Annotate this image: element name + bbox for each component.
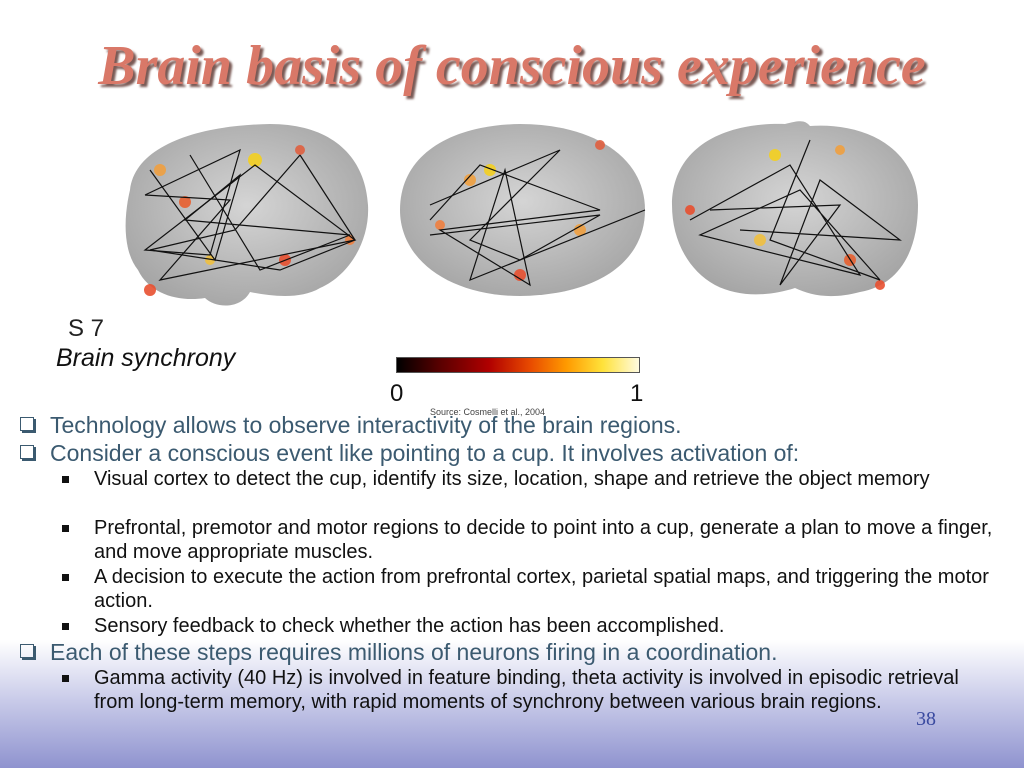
checkbox-bullet-icon (20, 644, 34, 658)
colorbar (396, 357, 640, 373)
subject-label: S 7 (68, 315, 105, 342)
brain-axial (400, 124, 645, 296)
page-number: 38 (916, 708, 936, 730)
figure-caption: Brain synchrony (56, 344, 236, 372)
square-bullet-icon (62, 623, 69, 630)
square-bullet-icon (62, 525, 69, 532)
colorbar-max-label: 1 (630, 380, 644, 407)
square-bullet-icon (62, 476, 69, 483)
square-bullet-icon (62, 574, 69, 581)
network-connections (143, 139, 902, 287)
checkbox-bullet-icon (20, 417, 34, 431)
square-bullet-icon (62, 675, 69, 682)
brain-figure: S 7 (0, 110, 1024, 430)
activation-spots (144, 140, 885, 296)
checkbox-bullet-icon (20, 445, 34, 459)
brain-sagittal (125, 124, 369, 306)
brain-network-image (125, 121, 918, 306)
slide-title: Brain basis of conscious experience (98, 35, 926, 97)
colorbar-min-label: 0 (390, 380, 404, 407)
brain-coronal (672, 121, 918, 297)
source-credit: Source: Cosmelli et al., 2004 (430, 407, 546, 417)
